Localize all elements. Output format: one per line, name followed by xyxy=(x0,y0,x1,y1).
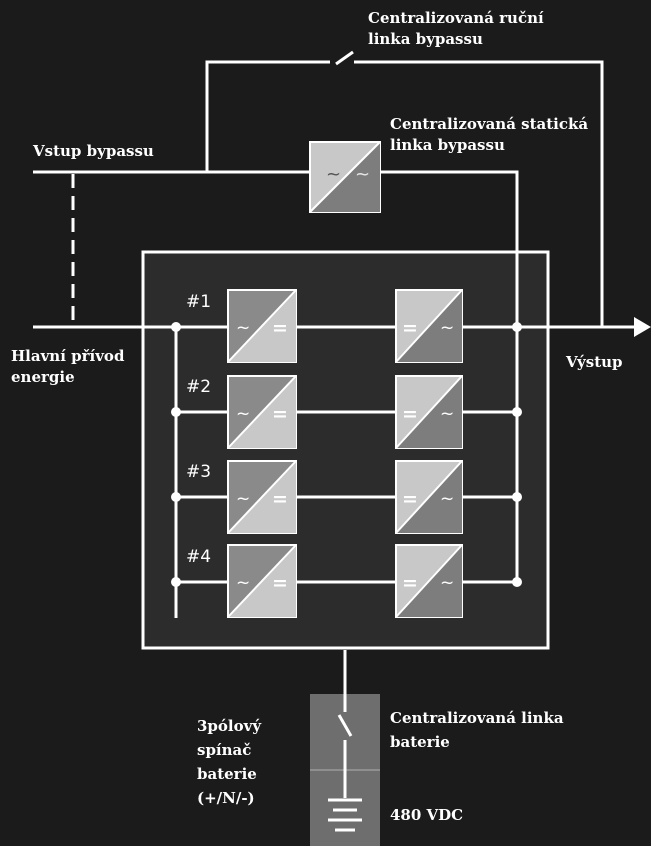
output-arrow xyxy=(634,317,651,337)
manual-bypass-label: Centralizovaná ruční linka bypassu xyxy=(368,8,544,50)
rectifier-module-3: ~ = xyxy=(227,460,297,534)
junction-dot xyxy=(512,322,522,332)
dc-symbol: = xyxy=(272,488,288,510)
rectifier-module-1: ~ = xyxy=(227,289,297,363)
module-number-2: #2 xyxy=(186,377,212,397)
static-bypass-converter: ~ ~ xyxy=(309,141,381,213)
junction-dot xyxy=(512,577,522,587)
ac-symbol: ~ xyxy=(236,318,250,338)
inverter-module-4: = ~ xyxy=(395,544,463,618)
battery-switch-icon xyxy=(337,694,353,770)
ac-symbol: ~ xyxy=(355,164,370,185)
junction-dot xyxy=(171,492,181,502)
battery-line-label-line2: baterie xyxy=(390,733,450,751)
junction-dot xyxy=(171,407,181,417)
main-input-label-line1: Hlavní přívod xyxy=(11,347,125,365)
battery-line-label: Centralizovaná linka baterie xyxy=(390,706,564,754)
ac-symbol: ~ xyxy=(236,573,250,593)
battery-switch-label-line4: (+/N/-) xyxy=(197,789,255,807)
battery-switch-label-line3: baterie xyxy=(197,765,257,783)
inverter-module-1: = ~ xyxy=(395,289,463,363)
dc-symbol: = xyxy=(272,572,288,594)
rectifier-module-4: ~ = xyxy=(227,544,297,618)
bypass-input-label: Vstup bypassu xyxy=(33,142,154,160)
junction-dot xyxy=(171,322,181,332)
manual-bypass-line xyxy=(205,50,604,327)
junction-dot xyxy=(512,407,522,417)
inverter-module-2: = ~ xyxy=(395,375,463,449)
module-number-3: #3 xyxy=(186,462,212,482)
static-bypass-label-line1: Centralizovaná statická xyxy=(390,115,589,133)
inverter-module-3: = ~ xyxy=(395,460,463,534)
static-bypass-label: Centralizovaná statická linka bypassu xyxy=(390,114,588,156)
static-bypass-line xyxy=(33,170,519,582)
dc-symbol: = xyxy=(402,488,418,510)
battery-voltage-label: 480 VDC xyxy=(390,806,464,824)
rectifier-module-2: ~ = xyxy=(227,375,297,449)
manual-bypass-label-line2: linka bypassu xyxy=(368,30,483,48)
ac-symbol: ~ xyxy=(326,164,341,185)
dc-symbol: = xyxy=(402,317,418,339)
battery-switch-label: 3pólový spínač baterie (+/N/-) xyxy=(197,714,261,810)
ac-symbol: ~ xyxy=(440,404,454,424)
dc-symbol: = xyxy=(272,317,288,339)
battery-line-label-line1: Centralizovaná linka xyxy=(390,709,564,727)
module-number-4: #4 xyxy=(186,547,212,567)
main-input-label: Hlavní přívod energie xyxy=(11,346,124,388)
ac-symbol: ~ xyxy=(440,573,454,593)
battery-switch-label-line1: 3pólový xyxy=(197,717,262,735)
static-bypass-label-line2: linka bypassu xyxy=(390,136,505,154)
dc-symbol: = xyxy=(272,403,288,425)
ac-symbol: ~ xyxy=(236,404,250,424)
ac-symbol: ~ xyxy=(440,489,454,509)
ac-symbol: ~ xyxy=(440,318,454,338)
dc-symbol: = xyxy=(402,403,418,425)
junction-dot xyxy=(512,492,522,502)
battery-icon xyxy=(328,770,362,832)
dc-symbol: = xyxy=(402,572,418,594)
main-input-label-line2: energie xyxy=(11,368,75,386)
battery-switch-label-line2: spínač xyxy=(197,741,252,759)
manual-bypass-label-line1: Centralizovaná ruční xyxy=(368,9,544,27)
ac-symbol: ~ xyxy=(236,489,250,509)
junction-dot xyxy=(171,577,181,587)
module-number-1: #1 xyxy=(186,292,212,312)
output-label: Výstup xyxy=(566,353,623,371)
